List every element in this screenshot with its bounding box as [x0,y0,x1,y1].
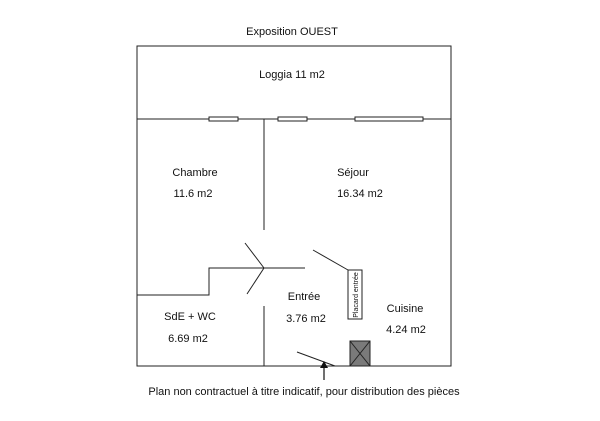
plan-title: Exposition OUEST [246,26,338,38]
window-sejour-left [277,116,308,122]
windows [208,116,424,122]
crossed-box-icon [349,340,371,367]
cuisine-door [312,249,349,271]
sejour-area: 16.34 m2 [337,188,383,200]
sde-wc-name: SdE + WC [164,311,216,323]
footer-note: Plan non contractuel à titre indicatif, … [148,386,460,398]
placard-label: Placard entrée [353,272,360,318]
sde-wc-area: 6.69 m2 [168,333,208,345]
entrance-door [296,351,336,367]
entree-area: 3.76 m2 [286,313,326,325]
loggia-label: Loggia 11 m2 [259,69,325,81]
chambre-area: 11.6 m2 [174,188,213,200]
chambre-name: Chambre [172,167,217,179]
placard: Placard entrée [347,269,363,320]
window-sejour-right [354,116,424,122]
placard-box [347,269,363,320]
entree-name: Entrée [288,291,320,303]
chambre-door [244,242,265,295]
window-chambre [208,116,239,122]
cuisine-name: Cuisine [387,303,424,315]
sejour-name: Séjour [337,167,369,179]
outer-walls [136,45,452,367]
cuisine-area: 4.24 m2 [386,324,426,336]
sde-walls [137,267,305,366]
arrow-up-icon [320,361,328,380]
